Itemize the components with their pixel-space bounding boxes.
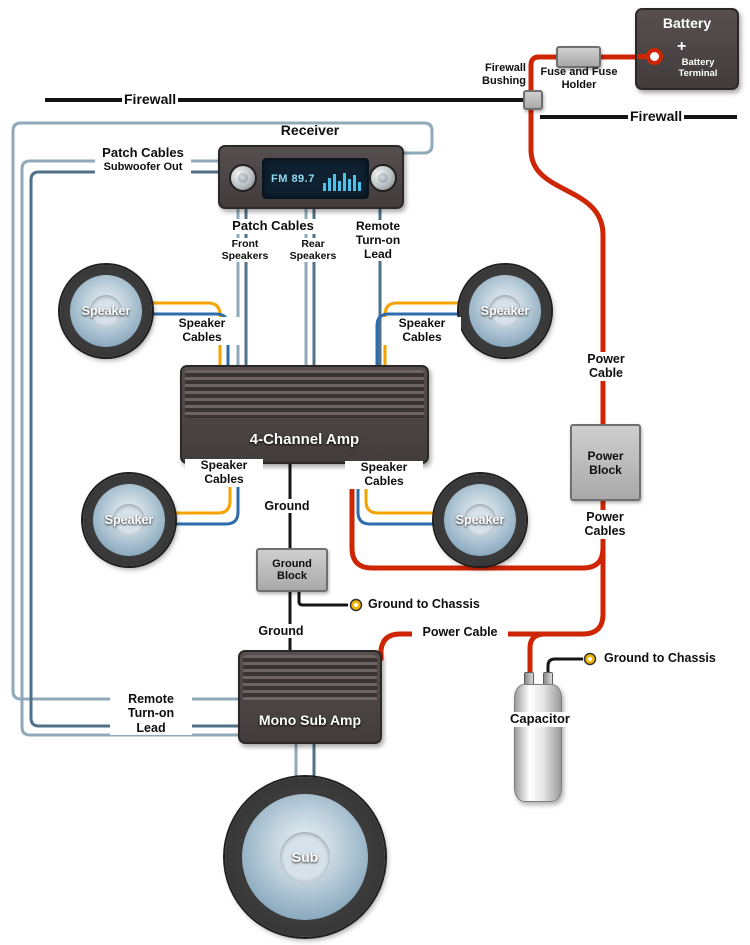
subwoofer: Sub xyxy=(225,777,385,937)
speaker-rear-left-label: Speaker xyxy=(104,513,154,527)
patch-cables-subwoofer-subtitle: Subwoofer Out xyxy=(103,160,183,173)
firewall-label-right: Firewall xyxy=(628,108,685,125)
speaker-wire-rl-orange xyxy=(160,452,232,515)
radio-station-readout: FM 89.7 xyxy=(271,172,315,185)
subwoofer-label: Sub xyxy=(291,849,319,865)
speaker-wire-rr-blue xyxy=(356,452,448,526)
patch-cables-subwoofer-title: Patch Cables xyxy=(102,145,184,160)
power-cable-right-label: Power Cable xyxy=(572,352,640,381)
speaker-wire-rr-orange xyxy=(364,452,448,515)
rear-speakers-label: Rear Speakers xyxy=(281,238,345,263)
power-cable-to-mono-amp xyxy=(370,492,606,661)
speaker-wire-fr-blue xyxy=(375,312,470,372)
remote-lead-wire-long xyxy=(11,121,434,701)
speaker-front-left-label: Speaker xyxy=(81,304,131,318)
ground-to-chassis-right-label: Ground to Chassis xyxy=(602,651,748,666)
speaker-cables-fr-label: Speaker Cables xyxy=(383,316,461,345)
speaker-rear-right: Speaker xyxy=(434,474,526,566)
heatsink-fins-icon xyxy=(243,655,377,700)
speaker-cables-fl-label: Speaker Cables xyxy=(163,316,241,345)
fuse-holder-label: Fuse and Fuse Holder xyxy=(540,66,618,91)
subwoofer-patch-wire-2 xyxy=(29,170,252,728)
ground-top-label: Ground xyxy=(258,499,316,514)
ground-to-chassis-mid-label: Ground to Chassis xyxy=(366,597,526,612)
capacitor-label: Capacitor xyxy=(496,711,584,727)
mono-sub-amp: Mono Sub Amp xyxy=(238,650,382,744)
patch-cables-main-label: Patch Cables xyxy=(224,218,322,234)
ground-chassis-wire-right xyxy=(546,657,583,688)
battery: Battery + Battery Terminal xyxy=(635,8,739,90)
front-speakers-label: Front Speakers xyxy=(213,238,277,263)
ring-terminal-chassis-right-hole xyxy=(588,657,592,661)
mono-sub-amp-label: Mono Sub Amp xyxy=(258,712,362,728)
fuse-holder xyxy=(556,46,601,68)
capacitor xyxy=(514,684,562,802)
four-channel-amp: 4-Channel Amp xyxy=(180,365,429,464)
equalizer-bars-icon xyxy=(323,171,361,191)
ground-block-label: Ground Block xyxy=(272,558,312,582)
volume-knob-icon xyxy=(229,164,257,192)
speaker-cables-rr-label: Speaker Cables xyxy=(345,460,423,489)
power-cable-mid-label: Power Cable xyxy=(412,625,508,640)
remote-turn-on-lead-top-label: Remote Turn-on Lead xyxy=(344,219,412,262)
power-cable-main xyxy=(528,54,636,430)
remote-turn-on-lead-bottom-label: Remote Turn-on Lead xyxy=(110,692,192,736)
battery-cable-stub xyxy=(637,54,649,59)
speaker-rear-right-label: Speaker xyxy=(455,513,505,527)
patch-cables-subwoofer-label: Patch Cables Subwoofer Out xyxy=(95,145,191,174)
ground-block: Ground Block xyxy=(256,548,328,592)
speaker-front-left: Speaker xyxy=(60,265,152,357)
receiver: FM 89.7 xyxy=(218,145,404,209)
power-cable-to-capacitor xyxy=(527,631,546,690)
firewall-bushing-label: Firewall Bushing xyxy=(482,62,526,87)
ring-terminal-chassis-mid-hole xyxy=(354,603,358,607)
speaker-front-right-label: Speaker xyxy=(480,304,530,318)
battery-plus-sign: + xyxy=(677,38,687,55)
tuner-knob-icon xyxy=(369,164,397,192)
speaker-cables-rl-label: Speaker Cables xyxy=(185,458,263,487)
four-channel-amp-label: 4-Channel Amp xyxy=(249,431,360,448)
speaker-rear-left: Speaker xyxy=(83,474,175,566)
battery-label: Battery xyxy=(662,15,712,31)
power-block-label: Power Block xyxy=(587,448,624,477)
battery-terminal-icon xyxy=(646,48,663,65)
power-cables-label: Power Cables xyxy=(570,510,640,539)
receiver-label: Receiver xyxy=(280,122,340,138)
firewall-bushing xyxy=(523,90,543,110)
speaker-front-right: Speaker xyxy=(459,265,551,357)
ground-bottom-label: Ground xyxy=(252,624,310,639)
subwoofer-patch-wire-1 xyxy=(20,159,252,737)
battery-terminal-label: Battery Terminal xyxy=(678,57,718,79)
ground-chassis-wire-mid xyxy=(297,585,348,607)
heatsink-fins-icon xyxy=(185,370,424,418)
power-block: Power Block xyxy=(570,424,641,501)
firewall-label-left: Firewall xyxy=(122,91,179,108)
speaker-wire-rl-blue xyxy=(160,452,240,526)
receiver-display: FM 89.7 xyxy=(262,158,369,199)
